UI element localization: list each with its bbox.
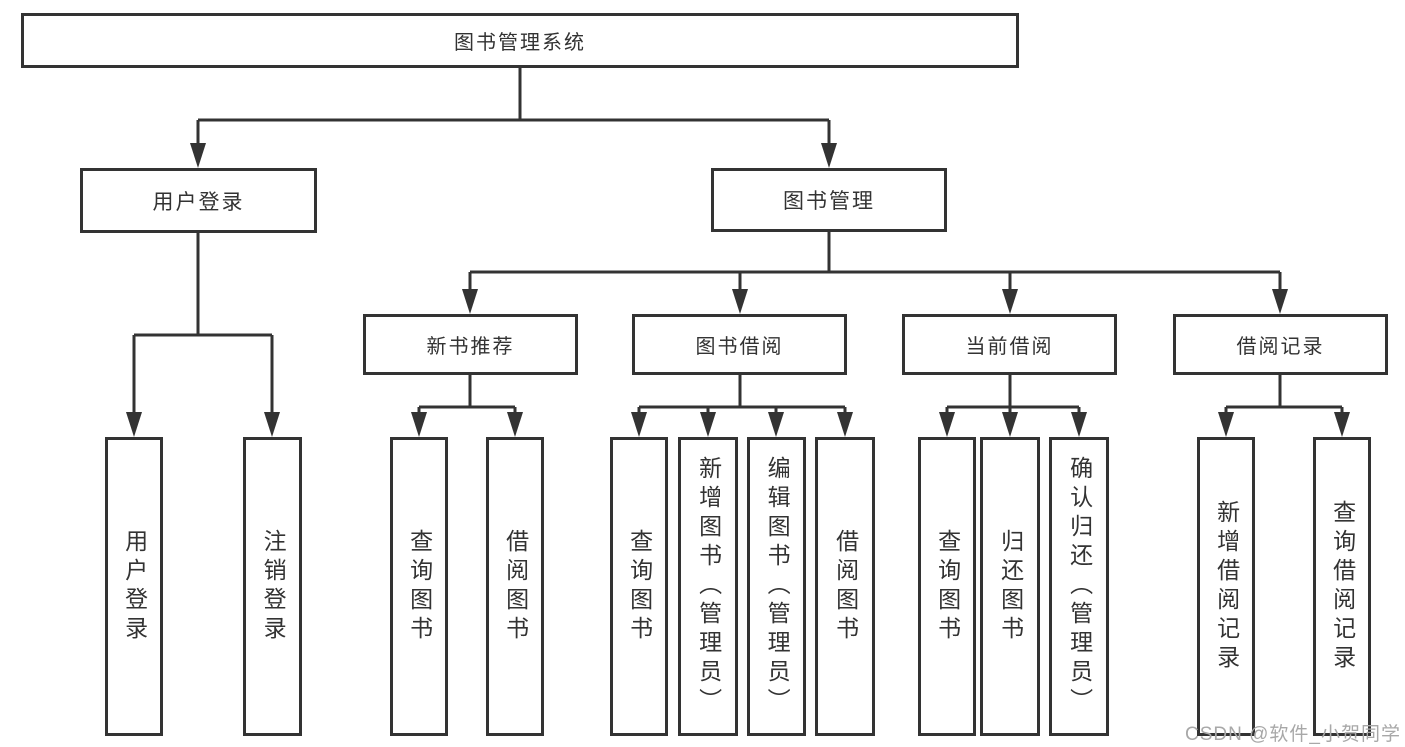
- csdn-watermark: CSDN @软件_小贺同学: [1185, 724, 1401, 745]
- connector-bookborrow-to-leaves: [631, 375, 853, 437]
- connector-newbook-to-leaves: [411, 375, 523, 437]
- node-user-login: 用户登录: [80, 168, 317, 233]
- leaf-records-add-record: 新增借阅记录: [1197, 437, 1255, 736]
- leaf-user-login: 用户登录: [105, 437, 163, 736]
- connector-currentborrow-to-leaves: [939, 375, 1087, 437]
- leaf-current-confirm-return-admin: 确认归还（管理员）: [1049, 437, 1109, 736]
- leaf-borrow-query-books: 查询图书: [610, 437, 668, 736]
- connector-bookmgmt-to-level3: [462, 232, 1288, 314]
- leaf-newbook-query-books: 查询图书: [390, 437, 448, 736]
- leaf-borrow-borrow-books: 借阅图书: [815, 437, 875, 736]
- node-book-borrow: 图书借阅: [632, 314, 847, 375]
- leaf-newbook-borrow-books: 借阅图书: [486, 437, 544, 736]
- connector-userlogin-to-leaves: [126, 233, 280, 437]
- leaf-borrow-edit-books-admin: 编辑图书（管理员）: [747, 437, 806, 736]
- node-current-borrow: 当前借阅: [902, 314, 1117, 375]
- connector-records-to-leaves: [1218, 375, 1350, 437]
- leaf-current-return-books: 归还图书: [980, 437, 1040, 736]
- node-borrow-records: 借阅记录: [1173, 314, 1388, 375]
- node-book-management: 图书管理: [711, 168, 947, 232]
- node-root: 图书管理系统: [21, 13, 1019, 68]
- leaf-logout: 注销登录: [243, 437, 302, 736]
- node-new-book-recommend: 新书推荐: [363, 314, 578, 375]
- leaf-records-query-record: 查询借阅记录: [1313, 437, 1371, 736]
- leaf-borrow-add-books-admin: 新增图书（管理员）: [678, 437, 738, 736]
- connector-root-to-level2: [190, 68, 837, 168]
- leaf-current-query-books: 查询图书: [918, 437, 976, 736]
